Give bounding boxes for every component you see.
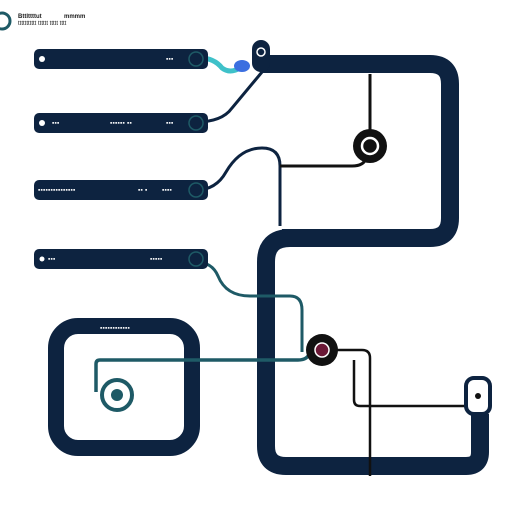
header-tagline: ttttttttttt tttttt ttttt tttt: [18, 21, 67, 27]
pill-2[interactable]: ▪▪▪ ▪▪▪▪▪▪ ▪▪ ▪▪▪: [34, 113, 208, 133]
panel-label: ▪▪▪▪▪▪▪▪▪▪▪▪: [100, 325, 130, 332]
top-badge[interactable]: [252, 40, 270, 72]
pill-2-right: ▪▪▪: [166, 120, 174, 127]
pill-1[interactable]: ▪▪▪: [34, 49, 208, 69]
pill-4[interactable]: ▪▪▪ ▪▪▪▪▪: [34, 249, 208, 269]
pill-3-right: ▪▪▪▪: [162, 187, 172, 194]
connector-pill4: [195, 260, 304, 352]
header-subtitle: mmmm: [64, 14, 85, 20]
left-panel: ▪▪▪▪▪▪▪▪▪▪▪▪: [48, 318, 200, 456]
node-middle[interactable]: [306, 334, 338, 366]
connector-node2-down: [336, 348, 372, 476]
connector-node2-right: [352, 360, 474, 408]
outer-frame-top: [262, 55, 459, 247]
logo-ring-icon: [0, 11, 12, 31]
pill-3-mid: ▪▪ ▪: [138, 187, 148, 194]
pill-4-right: ▪▪▪▪▪: [150, 256, 163, 263]
node-top[interactable]: [353, 129, 387, 163]
connector-node1-h: [280, 157, 368, 168]
pill-1-right: ▪▪▪: [166, 56, 174, 63]
connector-pill3: [195, 146, 282, 226]
target-ring-icon[interactable]: [100, 378, 134, 412]
outer-frame-bottom: [257, 229, 489, 475]
pill-2-mid: ▪▪▪▪▪▪ ▪▪: [110, 120, 132, 127]
header-title: Bttlttttut: [18, 14, 42, 20]
bottom-right-badge[interactable]: [464, 376, 492, 416]
pill-2-left: ▪▪▪: [52, 120, 60, 127]
pill-4-left: ▪▪▪: [48, 256, 56, 263]
pill-3[interactable]: ▪▪▪▪▪▪▪▪▪▪▪▪▪▪▪ ▪▪ ▪ ▪▪▪▪: [34, 180, 208, 200]
pill-3-left: ▪▪▪▪▪▪▪▪▪▪▪▪▪▪▪: [38, 187, 76, 194]
